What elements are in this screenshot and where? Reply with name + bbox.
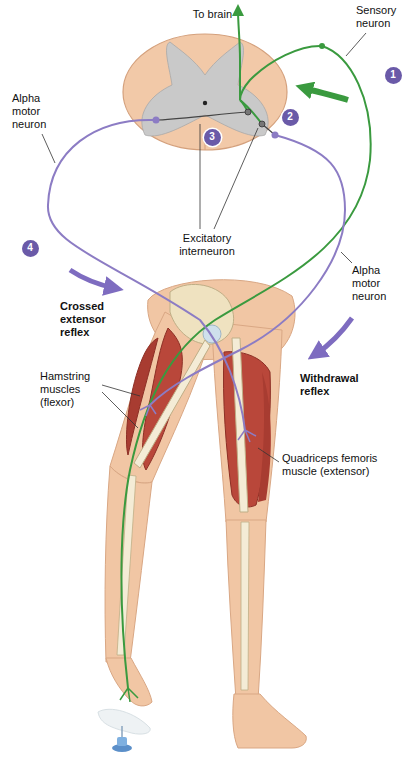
signal-arrow [70,270,114,288]
sensory-neuron [120,10,371,702]
reflex-label: Withdrawal reflex [300,372,376,398]
signal-arrow [316,318,352,354]
callout-number: 4 [22,240,39,257]
callout-text: 1 [390,70,396,80]
spinal-cord [123,34,287,150]
part-label: Sensory neuron [356,4,414,30]
pathway-label: To brain [172,8,232,21]
callout-number: 3 [204,129,221,146]
callout-number: 2 [282,109,299,126]
leg-figure [105,280,306,748]
callout-text: 4 [27,243,33,253]
part-label: Alpha motor neuron [12,92,58,131]
skeleton [117,284,249,690]
leader-lines [42,33,366,462]
part-label: Hamstring muscles (flexor) [40,370,102,409]
reflex-label: Crossed extensor reflex [60,300,122,339]
part-label: Excitatory interneuron [165,232,249,258]
callout-text: 3 [209,132,215,142]
callout-text: 2 [287,112,293,122]
part-label: Quadriceps femoris muscle (extensor) [282,452,392,478]
signal-arrow [304,88,348,100]
stimulus [98,709,150,752]
callout-number: 1 [385,67,402,84]
part-label: Alpha motor neuron [352,264,408,303]
muscles [126,328,270,507]
